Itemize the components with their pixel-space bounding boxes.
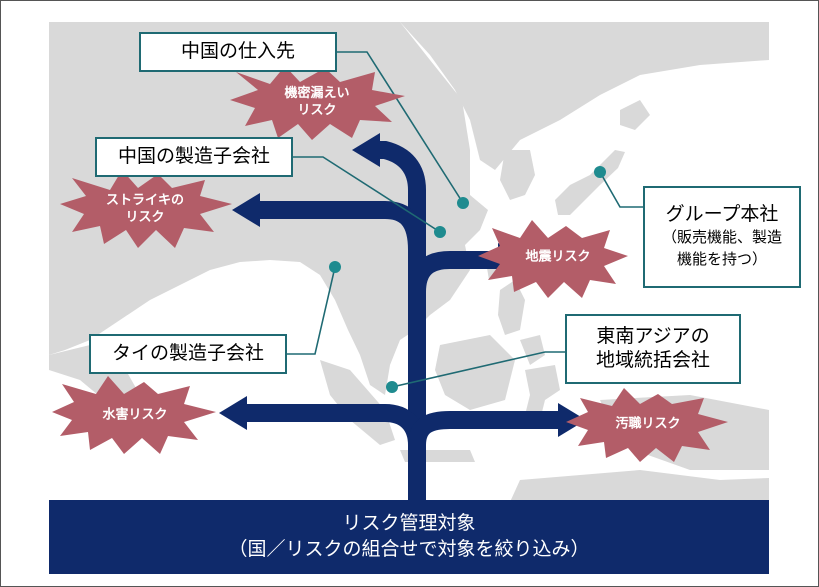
risk-management-target-banner: リスク管理対象 （国／リスクの組合せで対象を絞り込み） bbox=[49, 500, 769, 574]
callout-thailand-subsidiary-label: タイの製造子会社 bbox=[111, 342, 264, 365]
location-dot-china-supplier bbox=[457, 197, 469, 209]
arrow-branch-earthquake bbox=[408, 251, 500, 293]
arrow-tree bbox=[245, 141, 560, 505]
arrowhead-strike bbox=[232, 193, 260, 227]
leader-group-hq bbox=[599, 171, 643, 208]
callout-group-hq-line2: （販売機能、製造 bbox=[661, 228, 782, 247]
starburst-strike bbox=[60, 170, 232, 248]
starburst-corruption bbox=[566, 388, 728, 462]
arrow-branch-leak bbox=[378, 141, 426, 191]
callout-china-subsidiary-label: 中国の製造子会社 bbox=[117, 145, 270, 168]
callout-china-subsidiary: 中国の製造子会社 bbox=[95, 137, 293, 177]
risk-leak-line2: リスク bbox=[297, 103, 337, 118]
callout-group-hq: グループ本社 （販売機能、製造 機能を持つ） bbox=[643, 186, 801, 288]
risk-leak-label: 機密漏えい リスク bbox=[284, 86, 349, 120]
callout-china-supplier: 中国の仕入先 bbox=[139, 32, 337, 72]
risk-flood-line1: 水害リスク bbox=[102, 407, 168, 423]
arrowhead-leak bbox=[352, 133, 380, 167]
arrow-branch-corruption bbox=[408, 411, 560, 446]
risk-strike-line2: リスク bbox=[125, 210, 165, 225]
leader-china-subsidiary bbox=[293, 156, 441, 233]
risk-corruption-label: 汚職リスク bbox=[615, 417, 680, 434]
starburst-earthquake bbox=[478, 220, 628, 298]
location-dot-singapore bbox=[386, 381, 398, 393]
leader-sea-hq bbox=[391, 351, 565, 388]
banner-title: リスク管理対象 bbox=[342, 512, 476, 535]
risk-earthquake-label: 地震リスク bbox=[525, 250, 590, 267]
risk-corruption-line1: 汚職リスク bbox=[615, 416, 681, 432]
callout-sea-hq-line2: 地域統括会社 bbox=[595, 349, 710, 371]
callout-group-hq-title: グループ本社 bbox=[665, 203, 779, 226]
callout-china-supplier-label: 中国の仕入先 bbox=[180, 40, 295, 63]
leader-thailand-subsidiary bbox=[287, 266, 336, 355]
location-dot-china-subsidiary bbox=[434, 226, 446, 238]
callout-group-hq-line3: 機能を持つ） bbox=[676, 249, 767, 268]
callout-sea-hq-line1: 東南アジアの bbox=[596, 325, 710, 348]
callout-thailand-subsidiary: タイの製造子会社 bbox=[89, 334, 287, 374]
risk-leak-line1: 機密漏えい bbox=[284, 86, 350, 102]
starburst-flood bbox=[52, 376, 216, 454]
arrow-branch-strike bbox=[258, 201, 426, 251]
risk-flood-label: 水害リスク bbox=[102, 408, 167, 425]
risk-strike-label: ストライキの リスク bbox=[106, 193, 184, 227]
location-dot-thailand bbox=[329, 261, 341, 273]
leader-china-supplier bbox=[337, 51, 464, 204]
risk-strike-line1: ストライキの bbox=[105, 193, 185, 209]
starburst-leak bbox=[230, 66, 405, 140]
risk-earthquake-line1: 地震リスク bbox=[525, 249, 591, 265]
location-dot-japan bbox=[594, 166, 606, 178]
banner-subtitle: （国／リスクの組合せで対象を絞り込み） bbox=[228, 538, 590, 560]
callout-sea-hq: 東南アジアの 地域統括会社 bbox=[565, 314, 741, 384]
arrowhead-flood bbox=[219, 396, 247, 430]
